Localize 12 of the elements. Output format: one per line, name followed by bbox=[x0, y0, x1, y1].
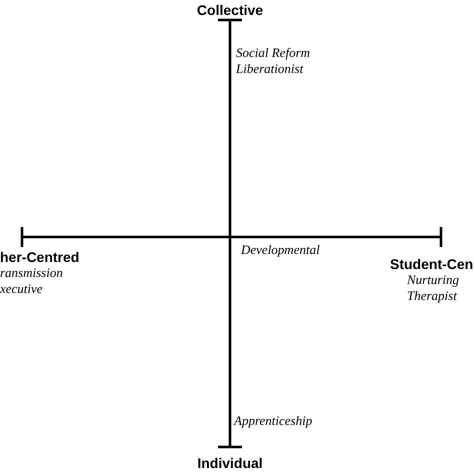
axis-pole-label: her-Centred bbox=[0, 249, 80, 265]
quadrant-label: xecutive bbox=[0, 281, 43, 297]
quadrant-label: Apprenticeship bbox=[234, 413, 312, 429]
quadrant-label: Social Reform bbox=[236, 45, 310, 61]
quadrant-label: Nurturing bbox=[407, 272, 460, 288]
quadrant-label: Therapist bbox=[407, 288, 457, 304]
axis-pole-label: Student-Cen bbox=[390, 256, 474, 272]
axis-pole-label: Collective bbox=[196, 2, 264, 18]
quadrant-label: ransmission bbox=[0, 265, 63, 281]
quadrant-label: Developmental bbox=[241, 242, 320, 258]
axis-pole-label: Individual bbox=[197, 455, 263, 471]
quadrant-label: Liberationist bbox=[236, 61, 304, 77]
